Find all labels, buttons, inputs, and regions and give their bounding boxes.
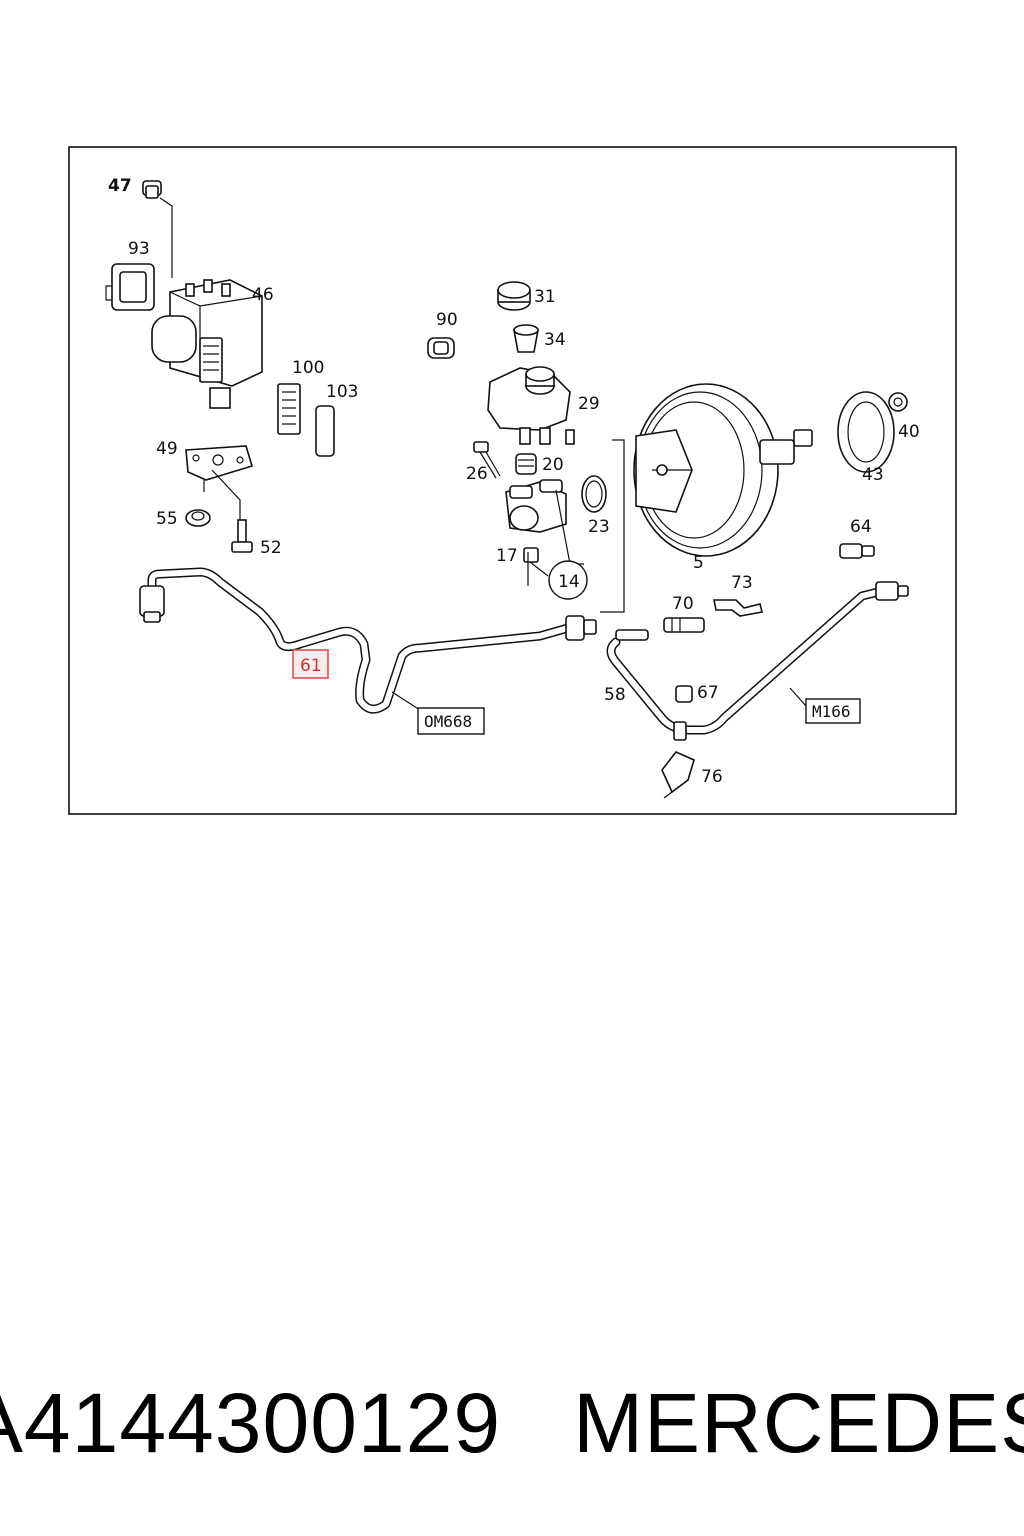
bracket-49	[185, 445, 253, 520]
engine-tag-m166: M166	[805, 698, 861, 724]
part-caption: A4144300129 MERCEDES	[0, 1368, 1024, 1478]
master-cylinder-14	[505, 479, 584, 565]
vacuum-line-58	[606, 581, 909, 741]
grommet-55	[185, 509, 211, 527]
seal-20	[515, 453, 537, 475]
sensor-47	[142, 180, 173, 278]
callout-14: 14	[558, 572, 580, 592]
filter-34	[513, 324, 539, 353]
plug-90	[427, 337, 455, 359]
callout-26: 26	[466, 464, 488, 484]
cap-67	[675, 685, 693, 703]
engine-tag-om668-label: OM668	[424, 712, 472, 731]
callout-61-highlight[interactable]: 61	[292, 649, 329, 679]
callout-55: 55	[156, 509, 178, 529]
callout-70: 70	[672, 594, 694, 614]
part-number: A4144300129	[0, 1375, 502, 1470]
gasket-43	[837, 391, 895, 473]
valve-64	[839, 543, 875, 559]
engine-tag-m166-label: M166	[812, 702, 851, 721]
leader-lines	[391, 552, 807, 711]
engine-tag-om668: OM668	[417, 707, 485, 735]
sleeve-103	[315, 405, 335, 457]
callout-47: 47	[108, 176, 132, 196]
callout-93: 93	[128, 239, 150, 259]
connector-93	[105, 263, 155, 311]
callout-61-box	[292, 649, 329, 679]
callout-46: 46	[252, 285, 274, 305]
clip-100	[277, 383, 301, 435]
callout-67: 67	[697, 683, 719, 703]
callout-20: 20	[542, 455, 564, 475]
pin-26	[473, 441, 501, 479]
callout-31: 31	[534, 287, 556, 307]
brand-name: MERCEDES	[573, 1375, 1024, 1470]
callout-43: 43	[862, 465, 884, 485]
callout-76: 76	[701, 767, 723, 787]
connector-70	[663, 617, 705, 633]
callout-58: 58	[604, 685, 626, 705]
callout-49: 49	[156, 439, 178, 459]
callout-17: 17	[496, 546, 518, 566]
callout-64: 64	[850, 517, 872, 537]
callout-61: 61	[300, 656, 322, 676]
cap-31	[497, 281, 531, 311]
callout-23: 23	[588, 517, 610, 537]
callout-40: 40	[898, 422, 920, 442]
callout-5: 5	[693, 553, 704, 573]
callout-100: 100	[292, 358, 324, 378]
clip-76	[661, 751, 695, 799]
nut-40	[888, 392, 908, 412]
callout-73: 73	[731, 573, 753, 593]
callout-103: 103	[326, 382, 358, 402]
brake-booster-5	[600, 383, 813, 613]
callout-90: 90	[436, 310, 458, 330]
reservoir-29	[487, 366, 575, 445]
bolt-52	[231, 519, 253, 553]
callout-52: 52	[260, 538, 282, 558]
callout-34: 34	[544, 330, 566, 350]
callout-14-circle: 14	[548, 560, 588, 600]
oring-23	[581, 475, 607, 513]
abs-module-46	[151, 279, 263, 409]
vacuum-line-61	[139, 567, 597, 714]
callout-29: 29	[578, 394, 600, 414]
connector-73	[713, 599, 763, 617]
